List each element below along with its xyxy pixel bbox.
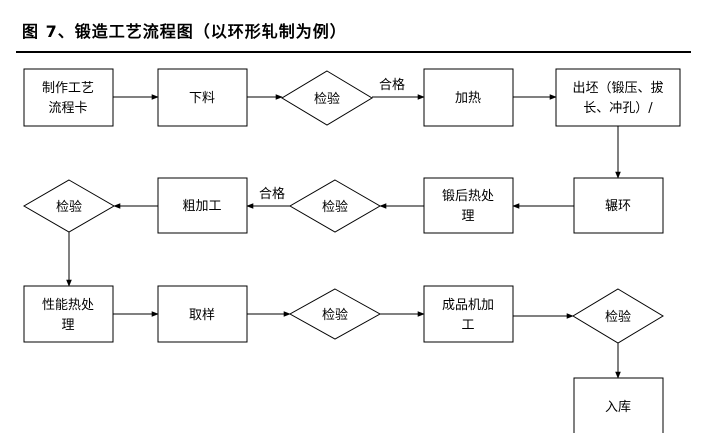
edge-label-pass2: 合格 [259,186,285,202]
node-inspect1: 检验 [281,70,373,126]
node-rolling: 辗环 [573,177,664,234]
node-perf-heat: 性能热处 理 [23,285,114,343]
node-rough-label: 粗加工 [182,199,221,214]
node-heating-label: 加热 [455,91,481,106]
node-inspect2: 检验 [289,179,381,233]
node-finish: 成品机加 工 [423,285,514,343]
node-inspect1-label: 检验 [314,91,340,107]
node-billet: 出坯（锻压、拔 长、冲孔）/ [555,68,681,127]
node-card-line1: 制作工艺 [42,81,94,96]
node-inspect4: 检验 [288,288,382,340]
node-blanking: 下料 [157,68,248,127]
node-billet-line2: 长、冲孔）/ [583,101,653,116]
edge-label-pass1: 合格 [379,77,405,93]
node-finish-line1: 成品机加 [442,298,494,313]
figure-title: 图 7、锻造工艺流程图（以环形轧制为例） [22,22,347,41]
node-inspect2-label: 检验 [322,199,348,215]
node-storage: 入库 [573,377,664,433]
node-finish-line2: 工 [461,318,474,333]
node-post-heat-line1: 锻后热处 [442,189,494,204]
node-inspect5-label: 检验 [605,309,631,325]
node-inspect4-label: 检验 [322,307,348,323]
node-card-line2: 流程卡 [48,101,87,116]
node-sampling: 取样 [157,285,248,343]
node-inspect3-label: 检验 [56,199,82,215]
node-inspect3: 检验 [23,179,115,233]
node-post-heat: 锻后热处 理 [423,177,514,234]
node-sampling-label: 取样 [189,308,215,323]
title-rule [16,51,691,53]
node-inspect5: 检验 [572,288,664,344]
node-card: 制作工艺 流程卡 [23,68,114,127]
node-billet-line1: 出坯（锻压、拔 [572,81,663,96]
node-rough: 粗加工 [157,177,248,234]
node-perf-heat-line2: 理 [61,318,74,333]
node-post-heat-line2: 理 [461,209,474,224]
node-perf-heat-line1: 性能热处 [42,298,94,313]
node-storage-label: 入库 [605,399,631,415]
node-heating: 加热 [423,68,514,127]
node-rolling-label: 辗环 [605,198,631,214]
node-blanking-label: 下料 [189,91,215,106]
